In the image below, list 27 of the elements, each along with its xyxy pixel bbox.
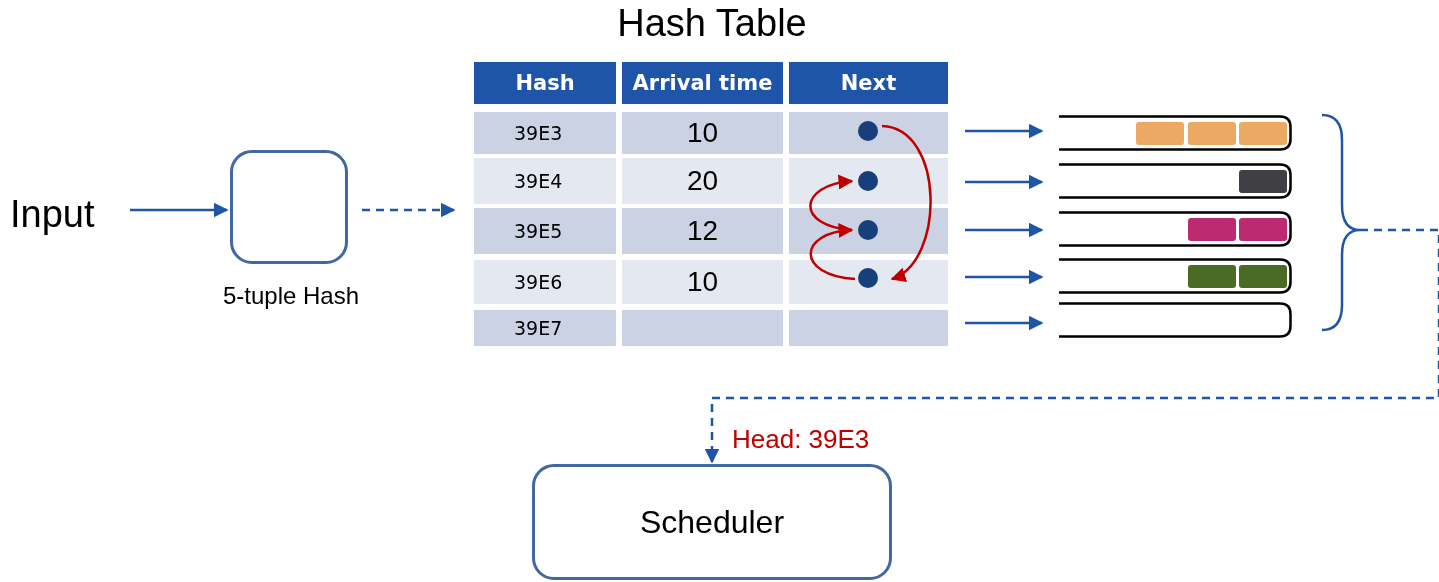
table-cell: 39E4 — [474, 158, 616, 204]
arrow — [965, 123, 1044, 139]
process-box: Scheduler — [532, 464, 892, 580]
table-title: Hash Table — [616, 2, 808, 45]
arrow — [362, 202, 456, 218]
arrow — [965, 315, 1044, 331]
arrow — [881, 124, 932, 281]
column-header: Hash — [474, 62, 616, 104]
column-header: Next — [789, 62, 948, 104]
arrow — [965, 269, 1044, 285]
arrow — [965, 174, 1044, 190]
column-header: Arrival time — [622, 62, 783, 104]
table-cell: 10 — [622, 260, 783, 304]
table-cell: 39E6 — [474, 260, 616, 304]
arrow — [809, 223, 856, 281]
table-cell: 10 — [622, 112, 783, 154]
arrow — [809, 175, 854, 232]
arrow — [965, 222, 1044, 238]
table-cell: 12 — [622, 208, 783, 254]
table-cell: 39E5 — [474, 208, 616, 254]
box-caption: 5-tuple Hash — [221, 282, 361, 310]
table-cell: 39E7 — [474, 310, 616, 346]
input-label: Input — [10, 192, 95, 236]
table-cell: 39E3 — [474, 112, 616, 154]
table-cell: 20 — [622, 158, 783, 204]
arrow — [130, 202, 229, 218]
arrow — [704, 228, 1439, 464]
